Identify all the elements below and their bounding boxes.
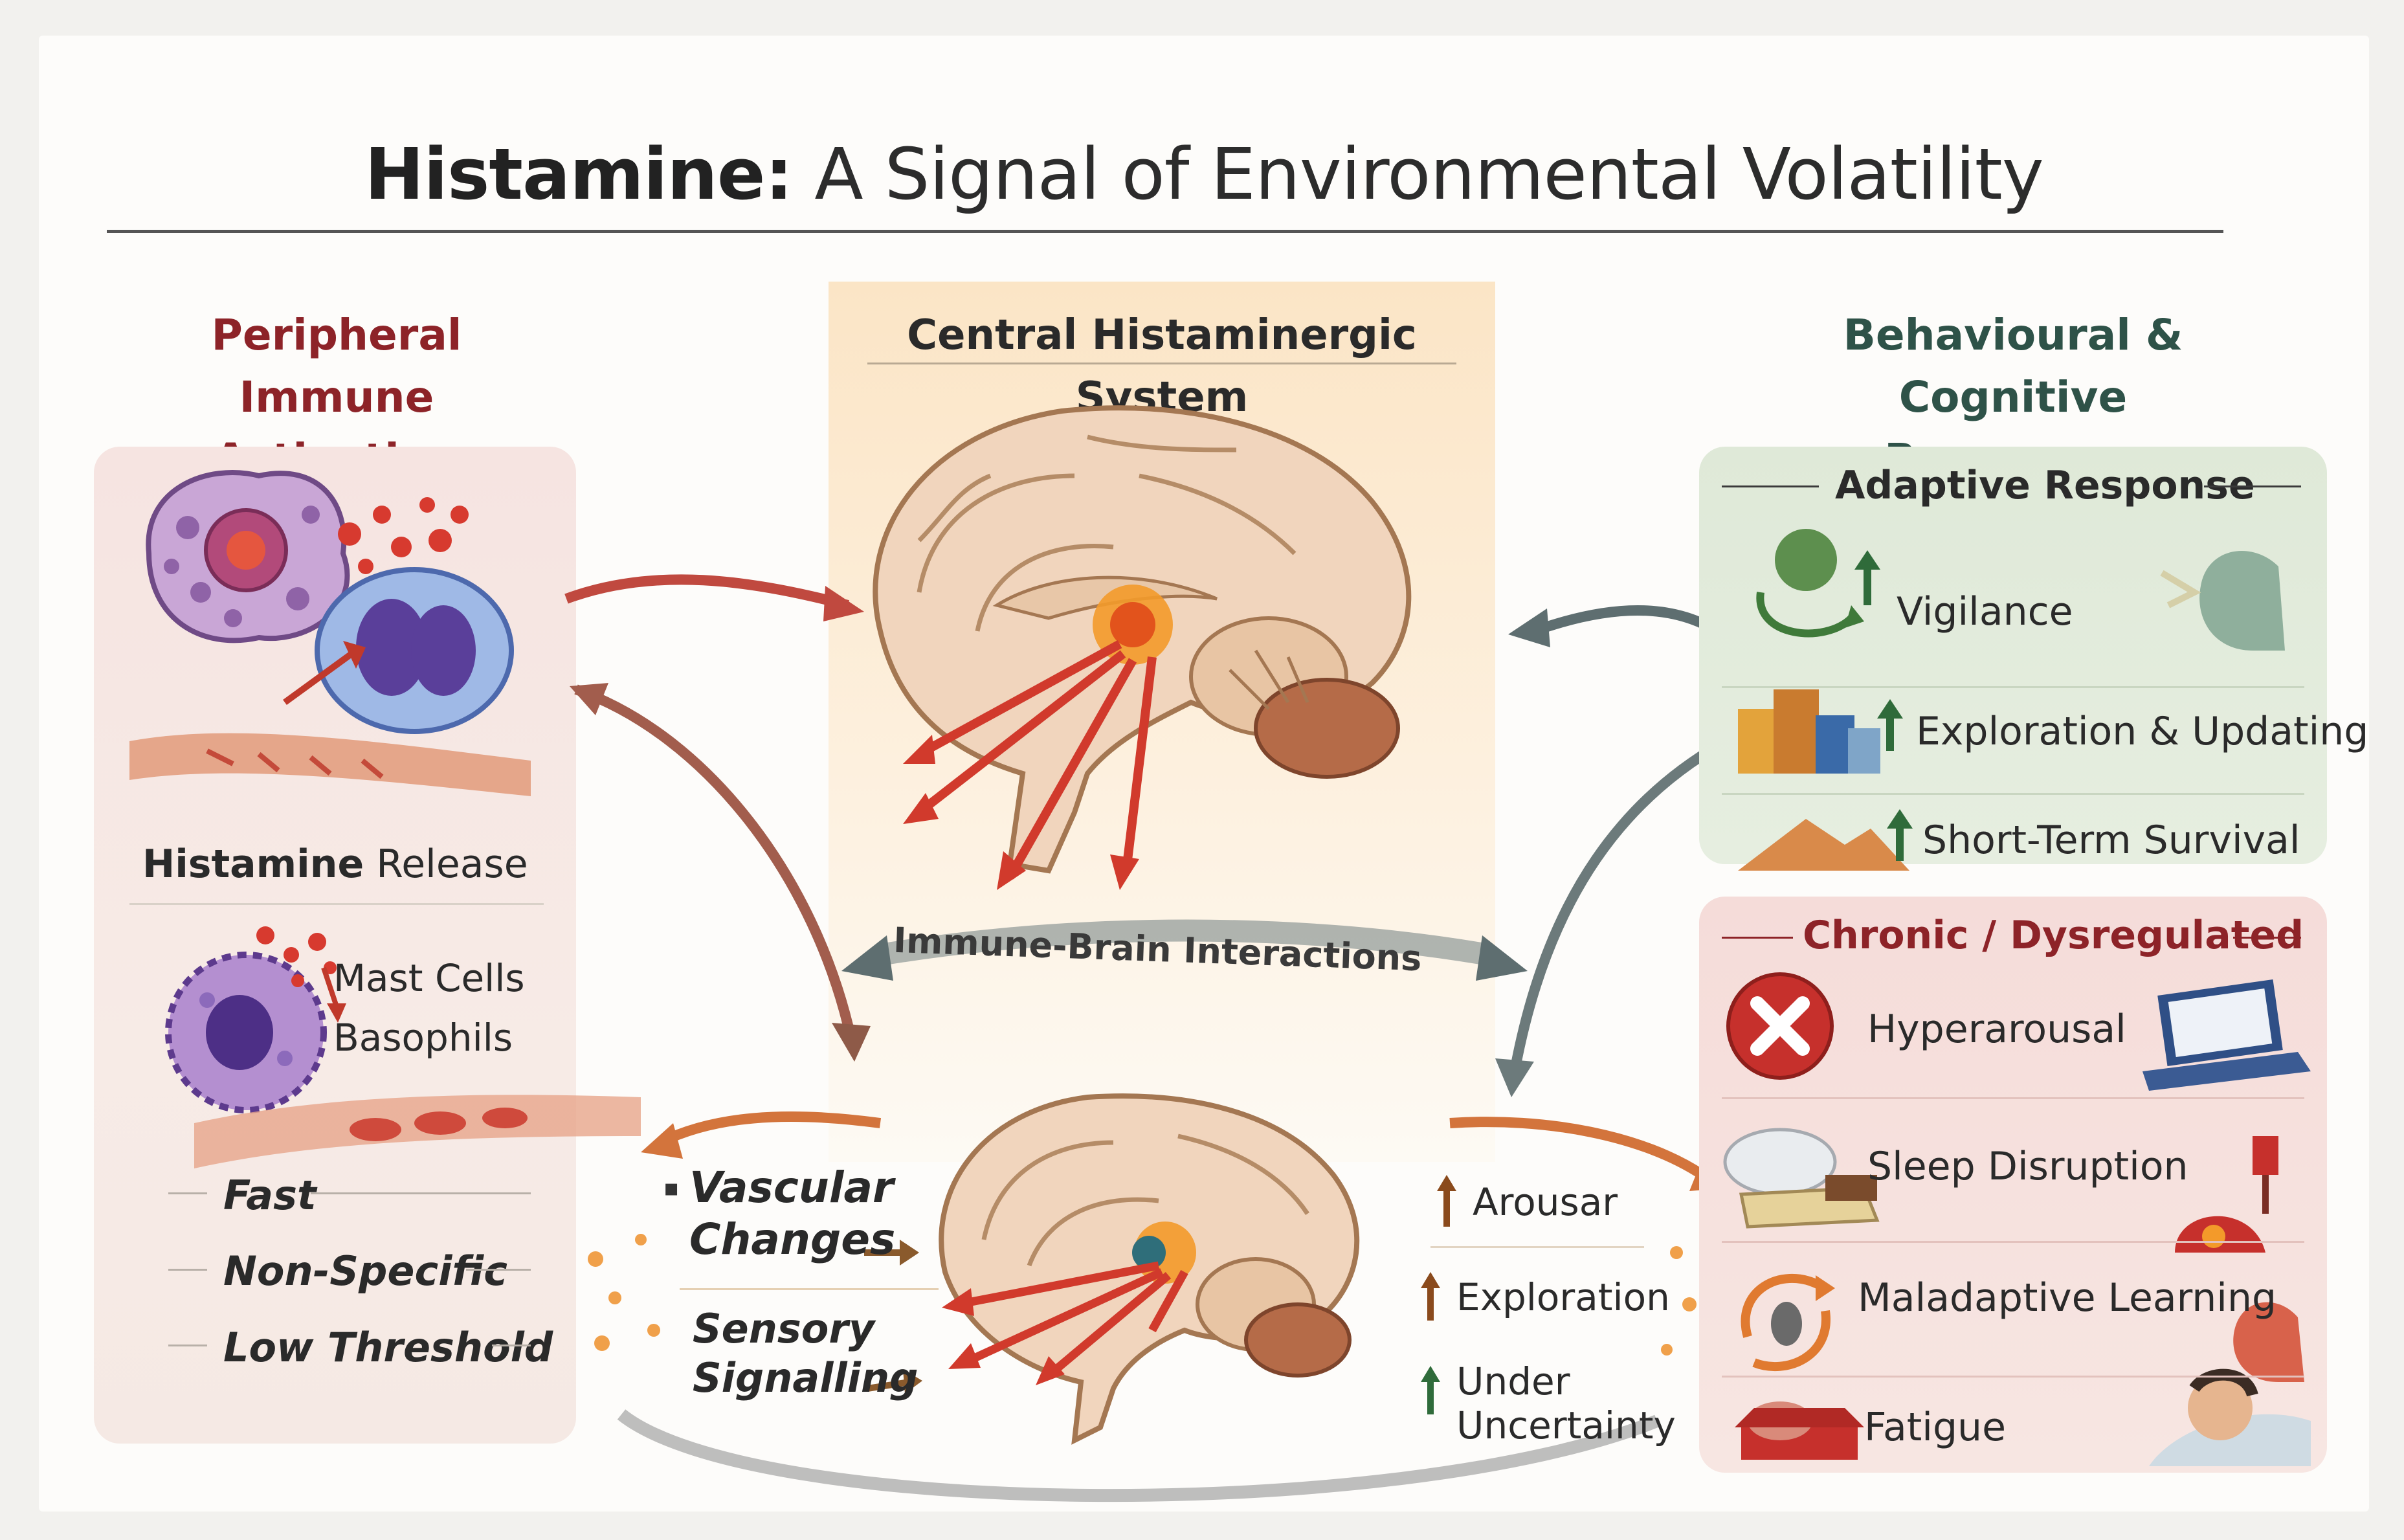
- prop-non-specific: Non-Specific: [223, 1247, 507, 1295]
- prop-fast: Fast: [223, 1172, 317, 1219]
- histamine-release-label: Histamine Release: [142, 842, 528, 887]
- diagram-card: Histamine: A Signal of Environmental Vol…: [39, 36, 2369, 1512]
- chronic-item-maladaptive: Maladaptive Learning: [1858, 1275, 2277, 1321]
- arousal-up-icon: [1437, 1175, 1456, 1191]
- title-rule: [107, 230, 2223, 233]
- exploration-center-label: Exploration: [1456, 1275, 1670, 1319]
- exploration-up-arrow-icon: [1877, 699, 1903, 719]
- exploration-up-icon: [1421, 1272, 1440, 1288]
- chronic-item-hyperarousal: Hyperarousal: [1867, 1007, 2126, 1052]
- adaptive-item-exploration: Exploration & Updating: [1916, 709, 2369, 754]
- vascular-changes-label: Vascular Changes: [689, 1163, 896, 1264]
- blood-vessel-bottom: [194, 1095, 641, 1168]
- cell-type-labels: Mast Cells Basophils: [333, 948, 525, 1067]
- left-heading-line1: Peripheral Immune: [211, 310, 462, 422]
- mast-cell-illustration: [146, 470, 350, 643]
- adaptive-item-vigilance: Vigilance: [1897, 589, 2073, 634]
- basophil-illustration: [315, 567, 514, 734]
- arrow-adaptive-to-lower: [1509, 730, 1741, 1073]
- vigilance-icon: [1756, 529, 1864, 638]
- chronic-illustrations: [1723, 972, 2311, 1466]
- title-bold: Histamine:: [364, 133, 793, 216]
- sofa-icon: [1735, 1401, 1864, 1460]
- tired-person-icon: [2149, 1368, 2311, 1466]
- left-illustrations: [129, 470, 641, 1168]
- left-separator: [129, 903, 544, 905]
- bullet-icon: ▪: [663, 1175, 680, 1201]
- adaptive-title: Adaptive Response: [1835, 463, 2255, 508]
- documents-icon: [2142, 979, 2311, 1091]
- vigilance-up-icon: [1854, 550, 1880, 570]
- prop-low-threshold: Low Threshold: [223, 1324, 553, 1371]
- chronic-item-sleep: Sleep Disruption: [1867, 1144, 2188, 1189]
- arrow-lower-to-left: [658, 1111, 882, 1148]
- interaction-arrow-left: [841, 935, 893, 981]
- maladaptive-cycle-icon: [1741, 1274, 1835, 1372]
- center-illustrations: [564, 405, 1754, 1502]
- exploration-icon: [1738, 689, 1880, 774]
- uncertainty-up-icon: [1421, 1366, 1440, 1382]
- sensory-signalling-label: Sensory Signalling: [693, 1305, 918, 1401]
- survival-up-icon: [1887, 809, 1913, 829]
- brain-upper: [873, 405, 1412, 874]
- adaptive-item-survival: Short-Term Survival: [1922, 818, 2300, 863]
- title-rest: A Signal of Environmental Volatility: [792, 133, 2043, 216]
- page-title: Histamine: A Signal of Environmental Vol…: [39, 133, 2369, 216]
- basophils-label: Basophils: [333, 1016, 513, 1060]
- histamine-projections-upper: [916, 640, 1157, 880]
- head-profile-red-icon: [2233, 1302, 2304, 1382]
- base-swoosh: [617, 1409, 1660, 1502]
- arrow-periph-to-central: [564, 574, 850, 610]
- arousal-label: Arousar: [1473, 1180, 1618, 1224]
- blood-vessel-top: [129, 733, 531, 796]
- arrow-lower-to-chronic: [1449, 1117, 1706, 1179]
- under-uncertainty-label: Under Uncertainty: [1456, 1359, 1676, 1447]
- mountain-icon: [1738, 819, 1909, 871]
- bed-icon: [1723, 1128, 1880, 1229]
- chronic-item-fatigue: Fatigue: [1864, 1405, 2006, 1450]
- head-profile-icon: [2199, 551, 2285, 651]
- alarm-lamp-icon: [2175, 1136, 2278, 1253]
- interaction-arrow-right: [1476, 935, 1528, 981]
- arrow-periph-to-lower: [574, 684, 856, 1040]
- immune-brain-band: [878, 919, 1491, 966]
- right-illustrations: [1738, 529, 2285, 871]
- chronic-title: Chronic / Dysregulated: [1803, 913, 2304, 958]
- histamine-projections-lower: [957, 1261, 1188, 1379]
- right-heading-line1: Behavioural & Cognitive: [1843, 310, 2183, 422]
- mast-cells-label: Mast Cells: [333, 956, 525, 1000]
- spiky-mast-cell: [165, 952, 327, 1113]
